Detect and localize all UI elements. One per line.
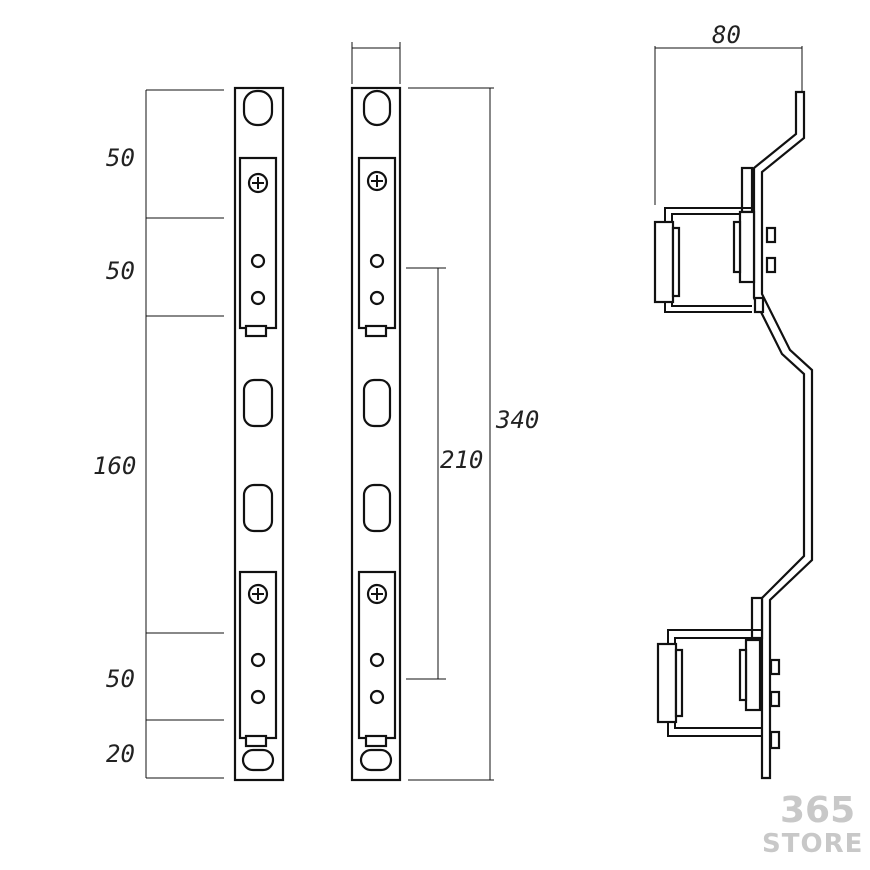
- dim-label-340: 340: [495, 406, 539, 434]
- watermark-store: STORE: [762, 829, 863, 859]
- dim-label-80: 80: [712, 21, 741, 49]
- rail-front-view: [233, 86, 285, 782]
- dim-label-50-bottom: 50: [106, 665, 135, 693]
- bracket-profile-view: [653, 90, 814, 780]
- rail-side-view: [350, 86, 402, 782]
- dim-label-50-second: 50: [106, 257, 135, 285]
- dimension-210: [406, 267, 446, 680]
- dimension-340: [408, 87, 494, 781]
- dim-label-210: 210: [440, 446, 483, 474]
- dim-label-20: 20: [106, 740, 135, 768]
- watermark-number: 365: [780, 790, 855, 831]
- rail-width-dimension: [351, 42, 401, 84]
- dim-label-160: 160: [93, 452, 136, 480]
- dimension-80: [654, 46, 803, 205]
- left-dimension-chain: [145, 89, 224, 779]
- dim-label-50-top: 50: [106, 144, 135, 172]
